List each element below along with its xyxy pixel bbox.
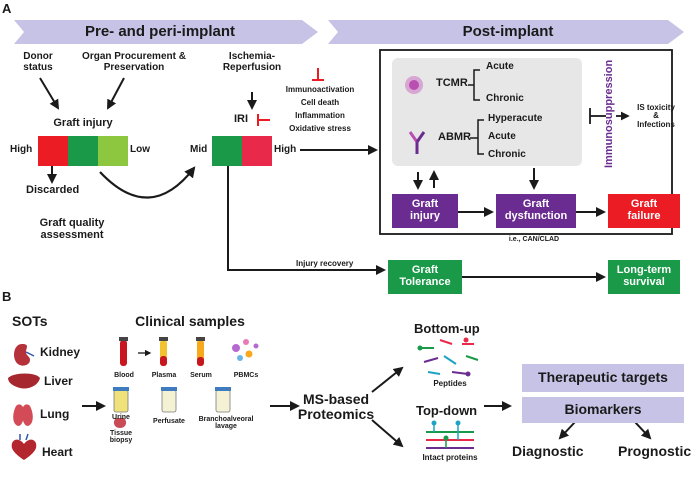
is-toxicity-label: IS toxicity & Infections bbox=[637, 103, 675, 129]
clinical-samples-title: Clinical samples bbox=[135, 313, 245, 329]
graft-injury-bar-low bbox=[98, 136, 128, 166]
header-pre-peri-implant: Pre- and peri-implant bbox=[84, 23, 236, 40]
immunosuppression-label: Immunosuppression bbox=[603, 59, 615, 168]
sots-title: SOTs bbox=[12, 313, 48, 329]
header-post-implant: Post-implant bbox=[462, 23, 554, 40]
header-post-arrow bbox=[328, 20, 684, 44]
organ-heart: Heart bbox=[42, 445, 73, 459]
sample-perfusate: Perfusate bbox=[153, 418, 185, 425]
pbmcs-icon bbox=[232, 339, 259, 361]
high-label: High bbox=[10, 144, 33, 155]
graft-injury-bar-mid bbox=[68, 136, 98, 166]
graft-tolerance-box: Graft Tolerance bbox=[388, 260, 462, 294]
sample-urine: Urine bbox=[112, 414, 130, 421]
peptides-label: Peptides bbox=[433, 379, 467, 388]
bottom-up-label: Bottom-up bbox=[414, 321, 480, 336]
donor-status-label: Donor status bbox=[23, 51, 53, 73]
lung-icon bbox=[13, 404, 33, 426]
top-down-label: Top-down bbox=[416, 403, 478, 418]
blood-tube-icon bbox=[119, 337, 128, 366]
serum-tube-icon bbox=[196, 337, 205, 366]
discarded-label: Discarded bbox=[26, 184, 80, 196]
sample-tissue-biopsy: Tissue biopsy bbox=[109, 430, 133, 445]
organ-lung: Lung bbox=[40, 407, 70, 421]
graft-injury-bar-high bbox=[38, 136, 68, 166]
ischemia-reperfusion-label: Ischemia- Reperfusion bbox=[222, 51, 282, 73]
organ-kidney: Kidney bbox=[40, 345, 81, 359]
intact-proteins-label: Intact proteins bbox=[422, 453, 478, 462]
ms-proteomics-label: MS-based Proteomics bbox=[297, 391, 375, 422]
heart-icon bbox=[11, 433, 37, 460]
therapeutic-targets-box bbox=[522, 364, 684, 392]
liver-icon bbox=[8, 373, 40, 389]
sample-pbmcs: PBMCs bbox=[233, 372, 259, 379]
graft-dysfunction-box: Graft dysfunction bbox=[496, 194, 576, 228]
abmr-hyperacute: Hyperacute bbox=[488, 113, 543, 124]
iri-effect-inflammation: Inflammation bbox=[295, 111, 345, 120]
iri-bar-mid bbox=[212, 136, 242, 166]
sample-serum: Serum bbox=[190, 372, 212, 379]
tissue-biopsy-icon bbox=[113, 418, 127, 428]
organ-procurement-label: Organ Procurement & Preservation bbox=[82, 51, 186, 73]
sample-lavage: Branchoalveoral lavage bbox=[198, 416, 254, 431]
abmr-acute: Acute bbox=[488, 131, 516, 142]
sample-blood: Blood bbox=[114, 372, 134, 379]
tcmr-label: TCMR bbox=[436, 77, 468, 89]
high-label-iri: High bbox=[274, 144, 297, 155]
perfusate-cup-icon bbox=[161, 387, 177, 413]
plasma-tube-icon bbox=[159, 337, 168, 366]
long-term-survival-box: Long-term survival bbox=[608, 260, 680, 294]
graft-failure-box: Graft failure bbox=[608, 194, 680, 228]
graft-injury-label: Graft injury bbox=[53, 117, 113, 129]
abmr-antibody-icon bbox=[408, 131, 426, 154]
biomarkers-box bbox=[522, 397, 684, 423]
iri-effect-oxidative-stress: Oxidative stress bbox=[289, 124, 351, 133]
prognostic-label: Prognostic bbox=[618, 443, 692, 459]
iri-effect-cell-death: Cell death bbox=[300, 98, 340, 107]
iri-bar-high bbox=[242, 136, 272, 166]
lavage-cup-icon bbox=[215, 387, 231, 413]
tcmr-acute: Acute bbox=[486, 61, 514, 72]
low-label: Low bbox=[130, 144, 150, 155]
header-pre-peri-arrow bbox=[14, 20, 318, 44]
tcmr-chronic: Chronic bbox=[486, 93, 524, 104]
biomarkers-label: Biomarkers bbox=[564, 401, 642, 417]
mid-label: Mid bbox=[190, 144, 208, 155]
graft-injury-box: Graft injury bbox=[392, 194, 458, 228]
graft-quality-assessment-label: Graft quality assessment bbox=[39, 217, 105, 241]
diagnostic-label: Diagnostic bbox=[512, 443, 584, 459]
kidney-icon bbox=[14, 344, 35, 366]
iri-label: IRI bbox=[234, 113, 249, 125]
abmr-label: ABMR bbox=[438, 131, 471, 143]
therapeutic-targets-label: Therapeutic targets bbox=[538, 369, 668, 385]
abmr-chronic: Chronic bbox=[488, 149, 526, 160]
panel-b-label: B bbox=[2, 289, 12, 304]
urine-cup-icon bbox=[113, 387, 129, 413]
organ-liver: Liver bbox=[44, 374, 73, 388]
sample-plasma: Plasma bbox=[151, 372, 177, 379]
iri-effect-immunoactivation: Immunoactivation bbox=[285, 85, 355, 94]
ie-can-clad-note: i.e., CAN/CLAD bbox=[508, 236, 560, 243]
injury-recovery-label: Injury recovery bbox=[296, 259, 354, 268]
intact-proteins-icon bbox=[426, 420, 474, 449]
panel-a-label: A bbox=[2, 1, 12, 16]
peptides-icon bbox=[417, 337, 479, 377]
rejection-box bbox=[392, 58, 582, 166]
